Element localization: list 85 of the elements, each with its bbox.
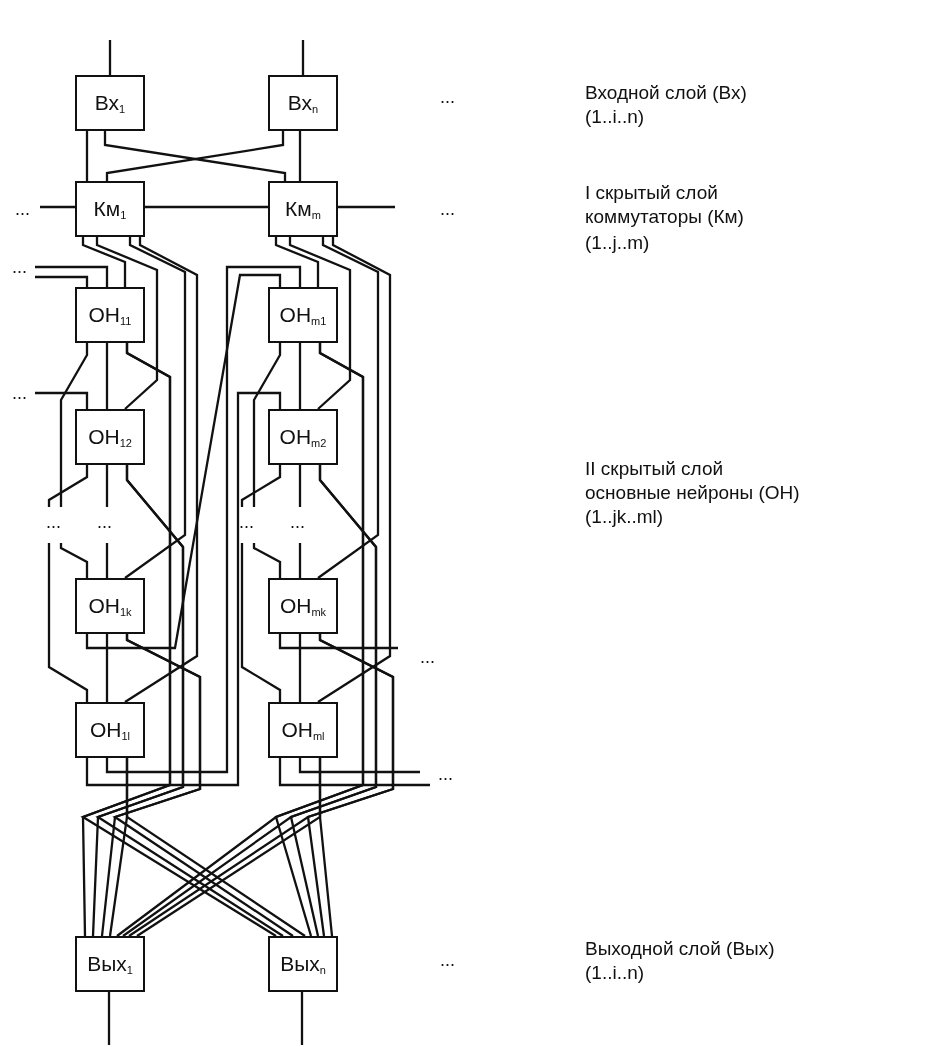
connection-line (240, 465, 282, 507)
ellipsis-text: ... (46, 513, 61, 531)
neuron-box: ОН$_{mk}$ (268, 578, 338, 634)
layer-label: I скрытый слой (585, 182, 718, 204)
connection-line (298, 543, 302, 578)
connection-line (298, 758, 420, 774)
connection-line (105, 465, 109, 507)
connection-line (95, 237, 159, 410)
connection-line (289, 465, 378, 937)
connection-line (105, 634, 109, 702)
connection-line (252, 543, 282, 578)
layer-label: II скрытый слой (585, 458, 724, 480)
ellipsis-text: ... (239, 513, 254, 531)
layer-label: Входной слой (Вх) (585, 82, 747, 104)
ellipsis-text: ... (438, 765, 453, 783)
layer-label: (1..i..n) (585, 106, 645, 128)
layer-label: (1..j..m) (585, 232, 650, 254)
layer-label: (1..jk..ml) (585, 506, 664, 528)
connection-line (288, 237, 352, 410)
connection-line (240, 543, 282, 702)
neuron-box: ОН$_{12}$ (75, 409, 145, 465)
connection-line (105, 265, 302, 774)
connection-line (278, 634, 398, 650)
neuron-box: Вх$_{1}$ (75, 75, 145, 131)
layer-label: Выходной слой (Вых) (585, 938, 775, 960)
connection-line (105, 543, 109, 578)
neuron-box: ОН$_{ml}$ (268, 702, 338, 758)
ellipsis-text: ... (15, 200, 30, 218)
connection-line (274, 237, 320, 287)
neuron-box: Вых$_{1}$ (75, 936, 145, 992)
connection-line (85, 273, 282, 650)
connection-line (85, 391, 282, 787)
ellipsis-text: ... (420, 648, 435, 666)
ellipsis-text: ... (440, 200, 455, 218)
ellipsis-text: ... (12, 384, 27, 402)
ellipsis-text: ... (440, 88, 455, 106)
connection-line (105, 343, 109, 409)
layer-label: коммутаторы (Км) (585, 206, 744, 228)
connection-line (107, 992, 111, 1045)
connection-line (108, 40, 112, 75)
neuron-box: Вх$_{n}$ (268, 75, 338, 131)
neuron-box: ОН$_{1k}$ (75, 578, 145, 634)
connection-line (338, 205, 395, 209)
connection-line (317, 237, 380, 579)
connection-line (59, 543, 89, 578)
connection-line (252, 343, 282, 507)
connection-line (298, 343, 302, 409)
neuron-box: Вых$_{n}$ (268, 936, 338, 992)
connection-line (300, 992, 304, 1045)
connection-line (112, 634, 294, 937)
ellipsis-text: ... (12, 258, 27, 276)
connection-line (59, 343, 89, 507)
ellipsis-text: ... (97, 513, 112, 531)
connection-line (47, 465, 89, 507)
neuron-box: Км$_{m}$ (268, 181, 338, 237)
neuron-box: ОН$_{1l}$ (75, 702, 145, 758)
connection-line (80, 343, 277, 937)
connection-line (318, 758, 334, 937)
neuron-box: Км$_{1}$ (75, 181, 145, 237)
neuron-box: ОН$_{m2}$ (268, 409, 338, 465)
layer-label: основные нейроны (ОН) (585, 482, 800, 504)
neuron-box: ОН$_{11}$ (75, 287, 145, 343)
ellipsis-text: ... (290, 513, 305, 531)
connection-line (85, 131, 89, 181)
connection-line (47, 543, 89, 702)
connection-line (317, 237, 392, 703)
connection-line (145, 205, 268, 209)
connection-line (81, 237, 127, 287)
connection-line (40, 205, 75, 209)
connection-line (301, 40, 305, 75)
connection-line (35, 265, 109, 287)
connection-line (35, 275, 89, 287)
connection-line (306, 634, 395, 937)
connection-line (298, 465, 302, 507)
connection-line (298, 131, 302, 181)
connection-line (35, 391, 89, 409)
ellipsis-text: ... (440, 951, 455, 969)
connection-line (124, 237, 187, 579)
connection-line (95, 465, 284, 937)
connection-line (278, 758, 430, 787)
connection-line (298, 634, 302, 702)
connection-line (124, 237, 199, 703)
neuron-box: ОН$_{m1}$ (268, 287, 338, 343)
connection-line (274, 343, 365, 937)
layer-label: (1..i..n) (585, 962, 645, 984)
